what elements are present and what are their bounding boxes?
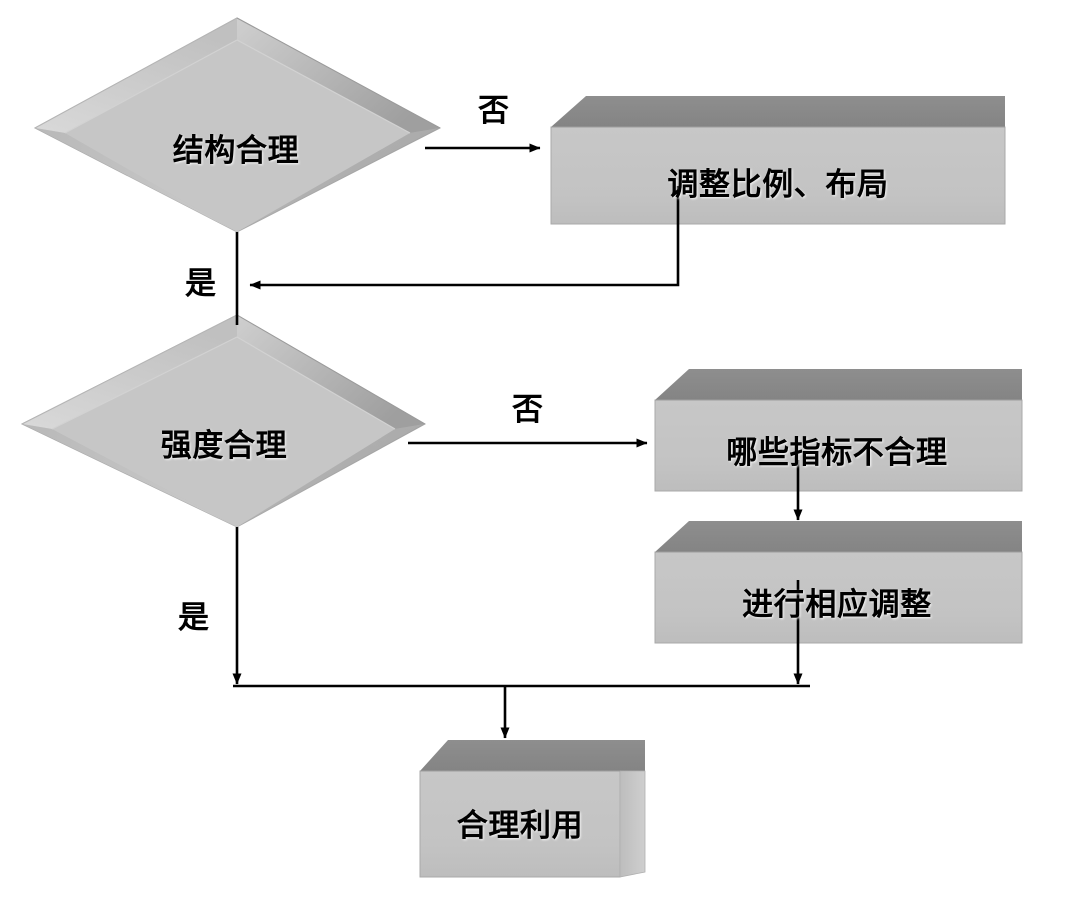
- node-process-which-metrics[interactable]: [654, 369, 1023, 492]
- node-label-structure: 结构合理: [172, 133, 300, 169]
- node-label-rational-use: 合理利用: [456, 808, 584, 844]
- node-process-make-adjustment[interactable]: [654, 521, 1023, 644]
- edge-label-no-1: 否: [478, 93, 509, 129]
- node-label-make-adjustment: 进行相应调整: [742, 587, 932, 623]
- node-label-adjust-ratio-layout: 调整比例、布局: [667, 167, 889, 203]
- node-label-which-metrics: 哪些指标不合理: [726, 435, 948, 471]
- edge-label-yes-2: 是: [178, 600, 209, 636]
- node-decision-intensity[interactable]: [20, 314, 427, 528]
- node-process-adjust-ratio-layout[interactable]: [548, 96, 1006, 225]
- edge-label-yes-1: 是: [185, 266, 216, 302]
- node-process-rational-use[interactable]: [419, 740, 646, 878]
- connector-box1-loopback: [249, 186, 680, 290]
- node-label-intensity: 强度合理: [160, 428, 288, 464]
- edge-label-no-2: 否: [512, 392, 543, 428]
- node-decision-structure[interactable]: [33, 17, 442, 233]
